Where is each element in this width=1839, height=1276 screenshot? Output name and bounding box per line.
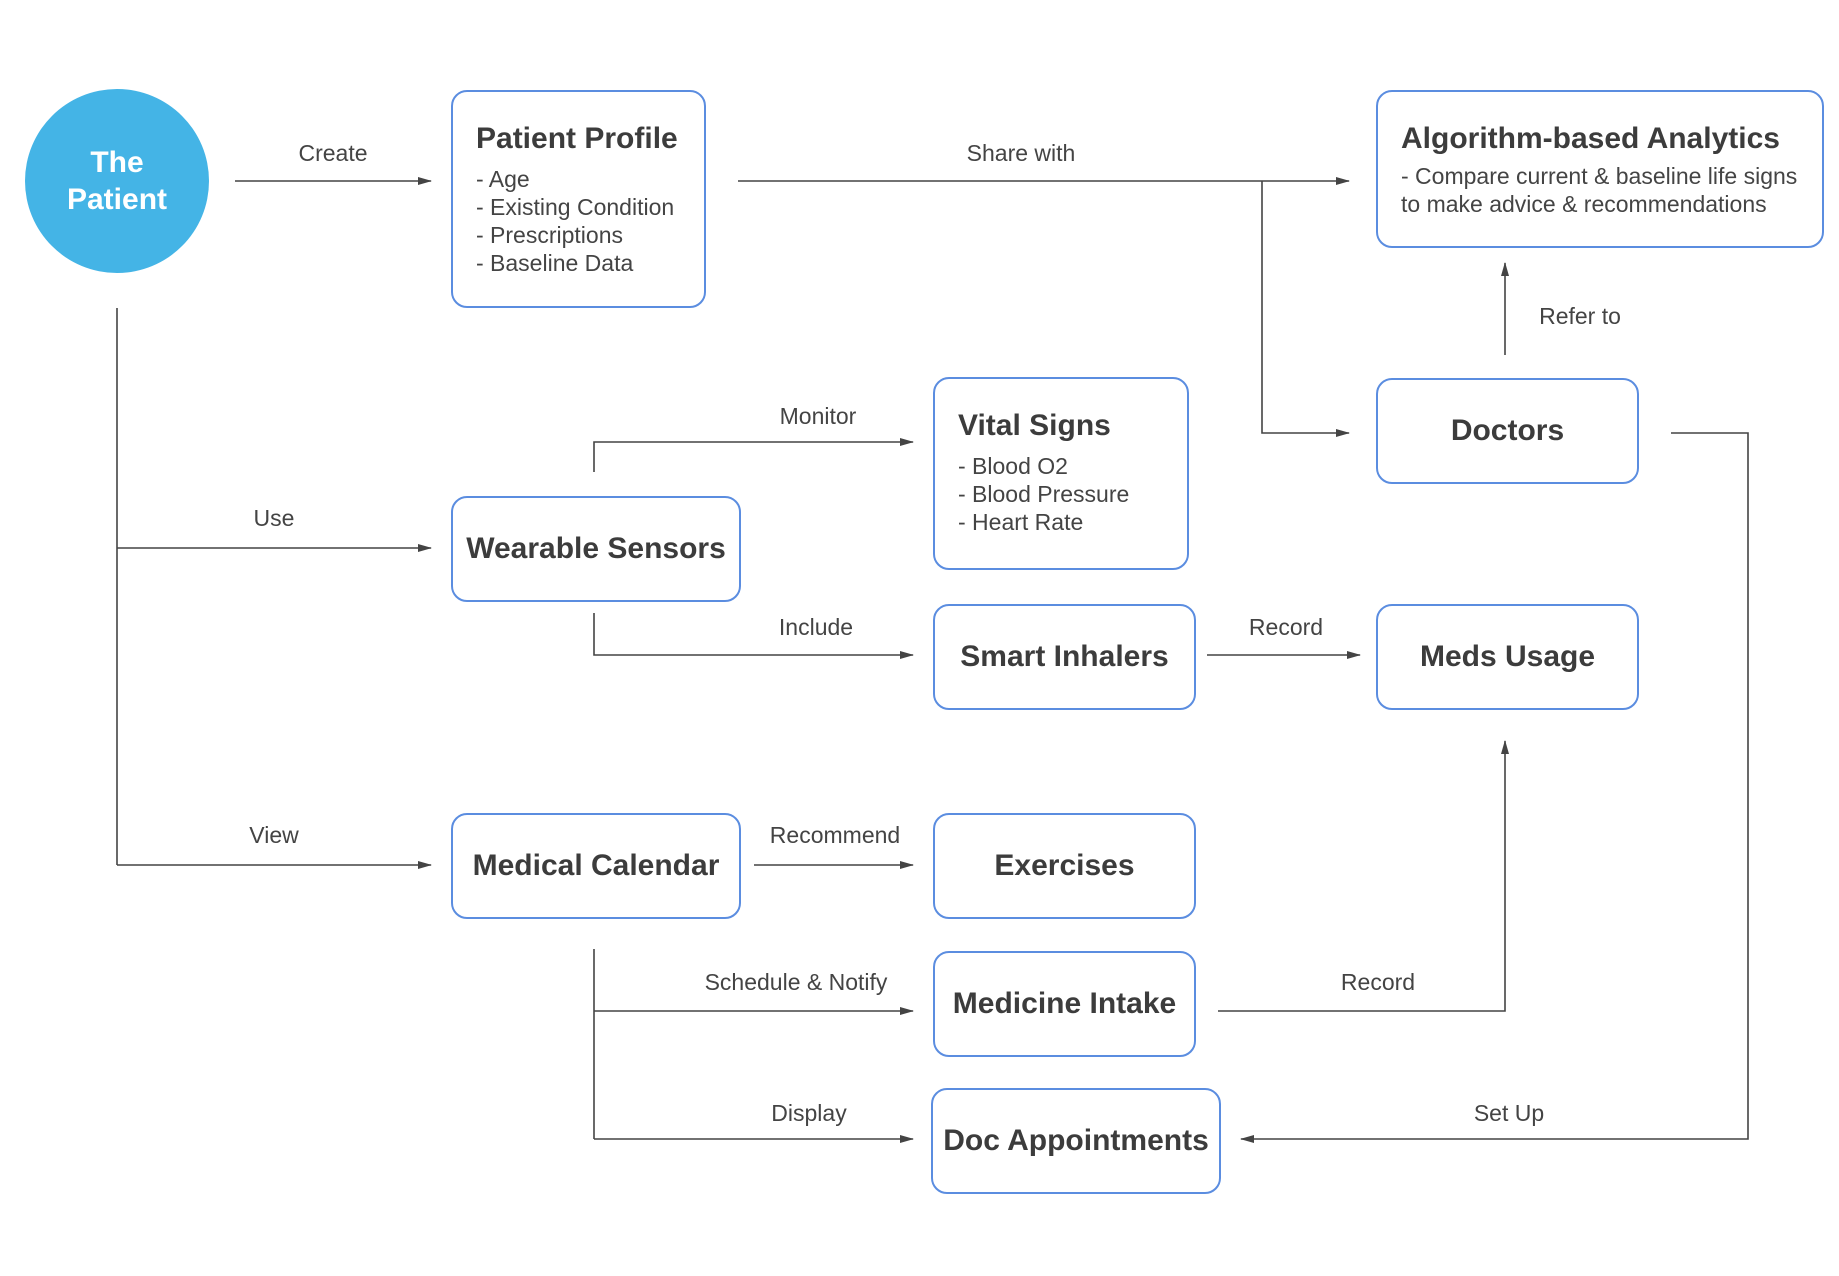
list-item: - Existing Condition: [476, 194, 675, 220]
list-item: - Age: [476, 166, 530, 192]
edge-monitor: [593, 438, 914, 472]
edge-label-use: Use: [253, 505, 295, 531]
analytics-node: Algorithm-based Analytics - Compare curr…: [1376, 90, 1824, 248]
edge-label-include: Include: [778, 614, 854, 640]
wearable-sensors-node: Wearable Sensors: [451, 496, 741, 602]
patient-profile-node: Patient Profile - Age - Existing Conditi…: [451, 90, 706, 308]
edge-share-doctors: [1261, 181, 1350, 437]
doc-appointments-node: Doc Appointments: [931, 1088, 1221, 1194]
doc-appointments-title: Doc Appointments: [943, 1124, 1209, 1157]
edge-include: [593, 613, 914, 659]
analytics-title: Algorithm-based Analytics: [1401, 122, 1780, 155]
medical-calendar-node: Medical Calendar: [451, 813, 741, 919]
edge-label-share-with: Share with: [966, 140, 1076, 166]
analytics-desc-line2: to make advice & recommendations: [1401, 191, 1767, 217]
wearable-sensors-title: Wearable Sensors: [466, 532, 726, 565]
list-item: - Blood Pressure: [958, 481, 1130, 507]
meds-usage-title: Meds Usage: [1419, 640, 1596, 673]
medicine-intake-node: Medicine Intake: [933, 951, 1196, 1057]
edge-label-monitor: Monitor: [779, 403, 857, 429]
smart-inhalers-node: Smart Inhalers: [933, 604, 1196, 710]
edge-label-set-up: Set Up: [1473, 1100, 1545, 1126]
list-item: - Baseline Data: [476, 250, 634, 276]
edge-label-schedule-notify: Schedule & Notify: [704, 969, 888, 995]
edge-label-view: View: [249, 822, 299, 848]
medicine-intake-title: Medicine Intake: [952, 987, 1177, 1020]
edge-label-record-intake: Record: [1340, 969, 1416, 995]
medical-calendar-title: Medical Calendar: [472, 849, 720, 882]
patient-node: The Patient: [25, 89, 209, 273]
patient-label-line2: Patient: [66, 183, 168, 216]
meds-usage-node: Meds Usage: [1376, 604, 1639, 710]
list-item: - Blood O2: [958, 453, 1068, 479]
doctors-title: Doctors: [1450, 414, 1565, 447]
doctors-node: Doctors: [1376, 378, 1639, 484]
analytics-desc-line1: - Compare current & baseline life signs: [1401, 163, 1798, 189]
edge-label-record-inhalers: Record: [1248, 614, 1324, 640]
exercises-node: Exercises: [933, 813, 1196, 919]
vital-signs-list: - Blood O2 - Blood Pressure - Heart Rate: [958, 452, 1187, 536]
vital-signs-node: Vital Signs - Blood O2 - Blood Pressure …: [933, 377, 1189, 570]
exercises-title: Exercises: [994, 849, 1135, 882]
edge-record-intake: [1218, 740, 1509, 1012]
edge-label-create: Create: [298, 140, 368, 166]
list-item: - Heart Rate: [958, 509, 1084, 535]
patient-profile-list: - Age - Existing Condition - Prescriptio…: [476, 165, 704, 277]
edge-set-up: [1240, 432, 1749, 1143]
edge-label-refer-to: Refer to: [1539, 303, 1621, 329]
vital-signs-title: Vital Signs: [958, 409, 1111, 442]
list-item: - Prescriptions: [476, 222, 623, 248]
smart-inhalers-title: Smart Inhalers: [960, 640, 1169, 673]
edge-label-recommend: Recommend: [769, 822, 901, 848]
patient-label-line1: The: [90, 146, 144, 179]
patient-profile-title: Patient Profile: [476, 122, 678, 155]
edge-label-display: Display: [771, 1100, 847, 1126]
